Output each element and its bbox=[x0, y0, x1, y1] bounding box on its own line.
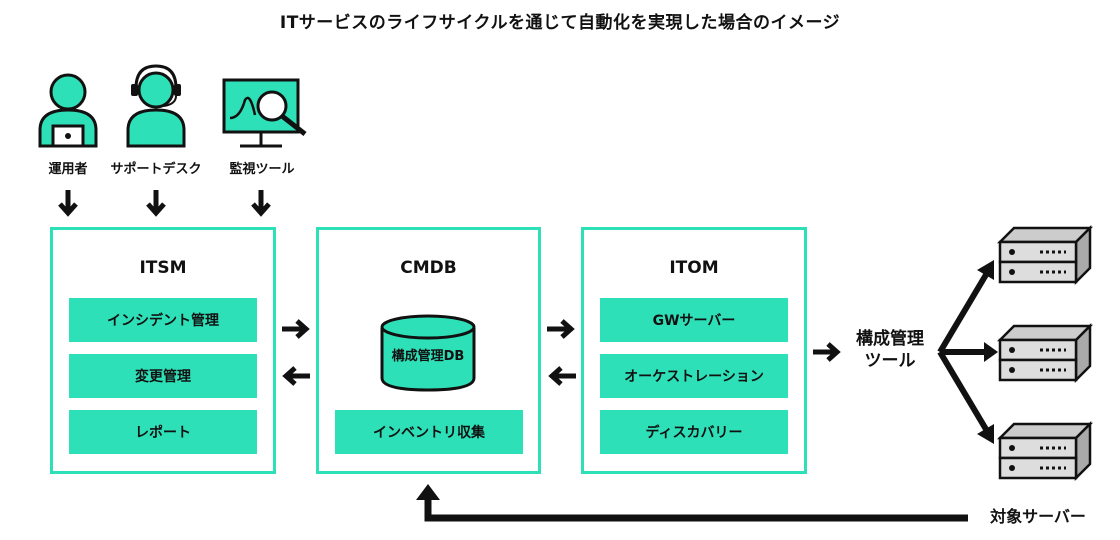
monitoring-tool-icon bbox=[222, 78, 307, 148]
support-desk-icon bbox=[126, 64, 186, 148]
itsm-title: ITSM bbox=[139, 258, 187, 278]
down-arrow-support-desk bbox=[146, 190, 166, 217]
itom-title: ITOM bbox=[669, 258, 719, 278]
down-arrow-monitoring bbox=[251, 190, 271, 217]
itom-item-gw-server: GWサーバー bbox=[600, 298, 788, 342]
database-icon bbox=[380, 314, 476, 392]
feedback-arrow-servers-to-cmdb bbox=[424, 498, 968, 522]
target-servers-label: 対象サーバー bbox=[990, 507, 1086, 526]
actor-label-operator: 運用者 bbox=[48, 162, 88, 177]
actor-label-monitoring: 監視ツール bbox=[229, 162, 295, 177]
itsm-item-incident: インシデント管理 bbox=[69, 298, 257, 342]
down-arrow-operator bbox=[58, 190, 78, 217]
arrow-itom-to-config-tool bbox=[813, 342, 841, 362]
arrow-cmdb-to-itsm bbox=[282, 366, 310, 386]
itom-item-orchestration: オーケストレーション bbox=[600, 354, 788, 398]
actor-label-support-desk: サポートデスク bbox=[110, 162, 202, 177]
config-tool-label: 構成管理 ツール bbox=[842, 328, 938, 372]
cmdb-item-inventory: インベントリ収集 bbox=[335, 410, 523, 454]
itom-box: ITOM GWサーバー オーケストレーション ディスカバリー bbox=[581, 227, 807, 474]
server-icon bbox=[996, 420, 1094, 482]
itsm-box: ITSM インシデント管理 変更管理 レポート bbox=[50, 227, 276, 474]
cmdb-db-label: 構成管理DB bbox=[391, 349, 465, 364]
cmdb-title: CMDB bbox=[400, 258, 457, 278]
arrow-cmdb-to-itom bbox=[547, 319, 575, 339]
arrow-itsm-to-cmdb bbox=[282, 319, 310, 339]
operator-icon bbox=[38, 73, 98, 148]
config-tool-line1: 構成管理 bbox=[856, 329, 924, 349]
arrow-itom-to-cmdb bbox=[548, 366, 576, 386]
config-tool-line2: ツール bbox=[864, 351, 916, 371]
server-icon bbox=[996, 224, 1094, 286]
branch-to-server-3 bbox=[937, 350, 993, 438]
itsm-item-change: 変更管理 bbox=[69, 354, 257, 398]
itom-item-discovery: ディスカバリー bbox=[600, 410, 788, 454]
diagram-title: ITサービスのライフサイクルを通じて自動化を実現した場合のイメージ bbox=[279, 13, 841, 33]
server-icon bbox=[996, 322, 1094, 384]
itsm-item-report: レポート bbox=[69, 410, 257, 454]
branch-to-server-1 bbox=[937, 266, 993, 354]
